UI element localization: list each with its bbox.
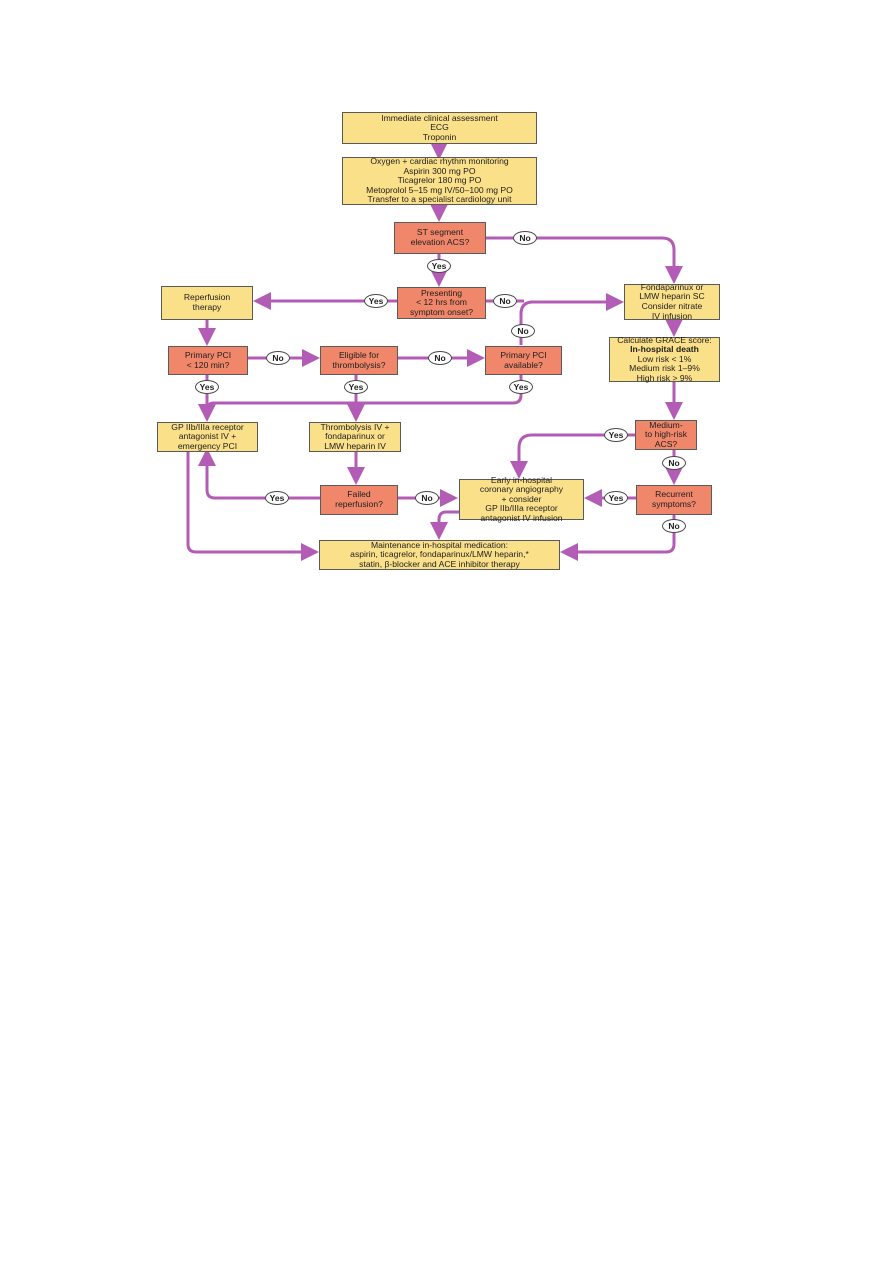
- grace-line: In-hospital death: [630, 344, 699, 355]
- pci120-yes-label: Yes: [195, 380, 219, 394]
- medium-line: to high-risk: [644, 429, 688, 440]
- presenting-line: symptom onset?: [409, 306, 474, 317]
- grace-score-box: Calculate GRACE score: In-hospital death…: [609, 334, 720, 383]
- presenting-yes-label: Yes: [364, 294, 388, 308]
- treatment-line: Transfer to a specialist cardiology unit: [367, 194, 512, 205]
- eligible-line: Eligible for: [338, 349, 380, 360]
- recurrent-line: symptoms?: [652, 499, 696, 509]
- pci120-line: < 120 min?: [186, 359, 230, 370]
- gp-line: emergency PCI: [177, 440, 238, 451]
- medium-yes-label: Yes: [604, 428, 628, 442]
- fondaparinux-line: Consider nitrate: [641, 301, 703, 311]
- presenting-no-label: No: [493, 294, 517, 308]
- failed-line: reperfusion?: [335, 499, 383, 509]
- line-available-yes-down: [205, 375, 523, 411]
- assessment-line: ECG: [430, 122, 449, 133]
- fondaparinux-box: Fondaparinux or LMW heparin SC Consider …: [624, 281, 720, 321]
- thrombolysis-iv-box: Thrombolysis IV + fondaparinux or LMW he…: [309, 422, 401, 452]
- thrombolysis-line: fondaparinux or: [325, 431, 385, 442]
- eligible-line: thrombolysis?: [332, 359, 386, 370]
- pci120-line: Primary PCI: [184, 349, 232, 360]
- eligible-yes-label: Yes: [344, 380, 368, 394]
- thrombolysis-line: Thrombolysis IV +: [320, 421, 390, 432]
- available-line: Primary PCI: [500, 349, 547, 360]
- line-available-no-up: [519, 300, 534, 345]
- available-line: available?: [504, 359, 543, 370]
- st-yes-label: Yes: [427, 259, 451, 273]
- presenting-decision: Presenting < 12 hrs from symptom onset?: [397, 287, 486, 319]
- failed-line: Failed: [347, 489, 371, 500]
- failed-reperfusion-decision: Failed reperfusion?: [320, 485, 398, 515]
- pci120-no-label: No: [266, 351, 290, 365]
- treatment-line: Aspirin 300 mg PO: [403, 165, 476, 176]
- treatment-line: Oxygen + cardiac rhythm monitoring: [370, 156, 509, 167]
- maintenance-line: aspirin, ticagrelor, fondaparinux/LMW he…: [350, 549, 529, 560]
- grace-line: High risk > 9%: [636, 372, 693, 383]
- assessment-line: Immediate clinical assessment: [381, 112, 498, 123]
- angiography-line: GP IIb/IIIa receptor: [485, 503, 558, 514]
- angiography-line: antagonist IV infusion: [480, 512, 563, 523]
- arrow-recurrent-no-to-maintenance: [560, 515, 676, 561]
- gp-line: antagonist IV +: [178, 431, 237, 442]
- fondaparinux-line: LMW heparin SC: [639, 291, 705, 302]
- treatment-line: Metoprolol 5–15 mg IV/50–100 mg PO: [366, 184, 513, 195]
- assessment-box: Immediate clinical assessment ECG Tropon…: [342, 112, 537, 144]
- early-angiography-box: Early in-hospital coronary angiography +…: [459, 474, 584, 522]
- reperfusion-line: therapy: [192, 302, 222, 312]
- gp-emergency-pci-box: GP IIb/IIIa receptor antagonist IV + eme…: [157, 422, 258, 452]
- arrow-failed-yes-to-gp: [198, 448, 320, 500]
- arrow-st-no-to-fondaparinux: [486, 236, 683, 284]
- grace-line: Calculate GRACE score:: [617, 334, 712, 345]
- angiography-line: coronary angiography: [479, 484, 564, 495]
- st-elevation-decision: ST segment elevation ACS?: [394, 222, 486, 254]
- arrow-medium-yes-to-angiography: [510, 433, 635, 479]
- presenting-line: < 12 hrs from: [416, 297, 467, 308]
- primary-pci-available-decision: Primary PCI available?: [485, 346, 562, 375]
- fondaparinux-line: IV infusion: [651, 310, 693, 321]
- eligible-no-label: No: [428, 351, 452, 365]
- grace-line: Low risk < 1%: [637, 353, 692, 364]
- medium-high-risk-decision: Medium- to high-risk ACS?: [635, 420, 697, 450]
- available-no-label: No: [511, 324, 535, 338]
- medium-line: Medium-: [649, 419, 683, 430]
- angiography-line: Early in-hospital: [490, 474, 553, 485]
- reperfusion-line: Reperfusion: [183, 292, 231, 303]
- maintenance-line: Maintenance in-hospital medication:: [370, 539, 509, 550]
- recurrent-yes-label: Yes: [604, 491, 628, 505]
- treatment-line: Ticagrelor 180 mg PO: [397, 175, 482, 186]
- st-line: elevation ACS?: [410, 237, 470, 247]
- recurrent-line: Recurrent: [655, 489, 693, 500]
- maintenance-medication-box: Maintenance in-hospital medication: aspi…: [319, 540, 560, 570]
- medium-line: ACS?: [654, 438, 678, 449]
- angiography-line: + consider: [501, 493, 542, 504]
- arrow-angiography-to-maintenance: [430, 510, 459, 540]
- medium-no-label: No: [662, 456, 686, 470]
- st-no-label: No: [513, 231, 537, 245]
- failed-no-label: No: [415, 491, 439, 505]
- available-yes-label: Yes: [509, 380, 533, 394]
- gp-line: GP IIb/IIIa receptor: [171, 421, 244, 432]
- reperfusion-therapy-box: Reperfusion therapy: [161, 286, 253, 320]
- maintenance-line: statin, β-blocker and ACE inhibitor ther…: [359, 558, 520, 569]
- initial-treatment-box: Oxygen + cardiac rhythm monitoring Aspir…: [342, 156, 537, 205]
- primary-pci-120-decision: Primary PCI < 120 min?: [168, 346, 248, 375]
- failed-yes-label: Yes: [265, 491, 289, 505]
- recurrent-symptoms-decision: Recurrent symptoms?: [636, 485, 712, 515]
- grace-line: Medium risk 1–9%: [629, 363, 700, 374]
- st-line: ST segment: [416, 227, 464, 238]
- arrow-gp-to-maintenance: [186, 452, 319, 561]
- recurrent-no-label: No: [662, 519, 686, 533]
- presenting-line: Presenting: [420, 287, 463, 298]
- assessment-line: Troponin: [422, 131, 457, 142]
- fondaparinux-line: Fondaparinux or: [640, 281, 704, 292]
- thrombolysis-line: LMW heparin IV: [324, 440, 386, 451]
- eligible-thrombolysis-decision: Eligible for thrombolysis?: [320, 346, 398, 375]
